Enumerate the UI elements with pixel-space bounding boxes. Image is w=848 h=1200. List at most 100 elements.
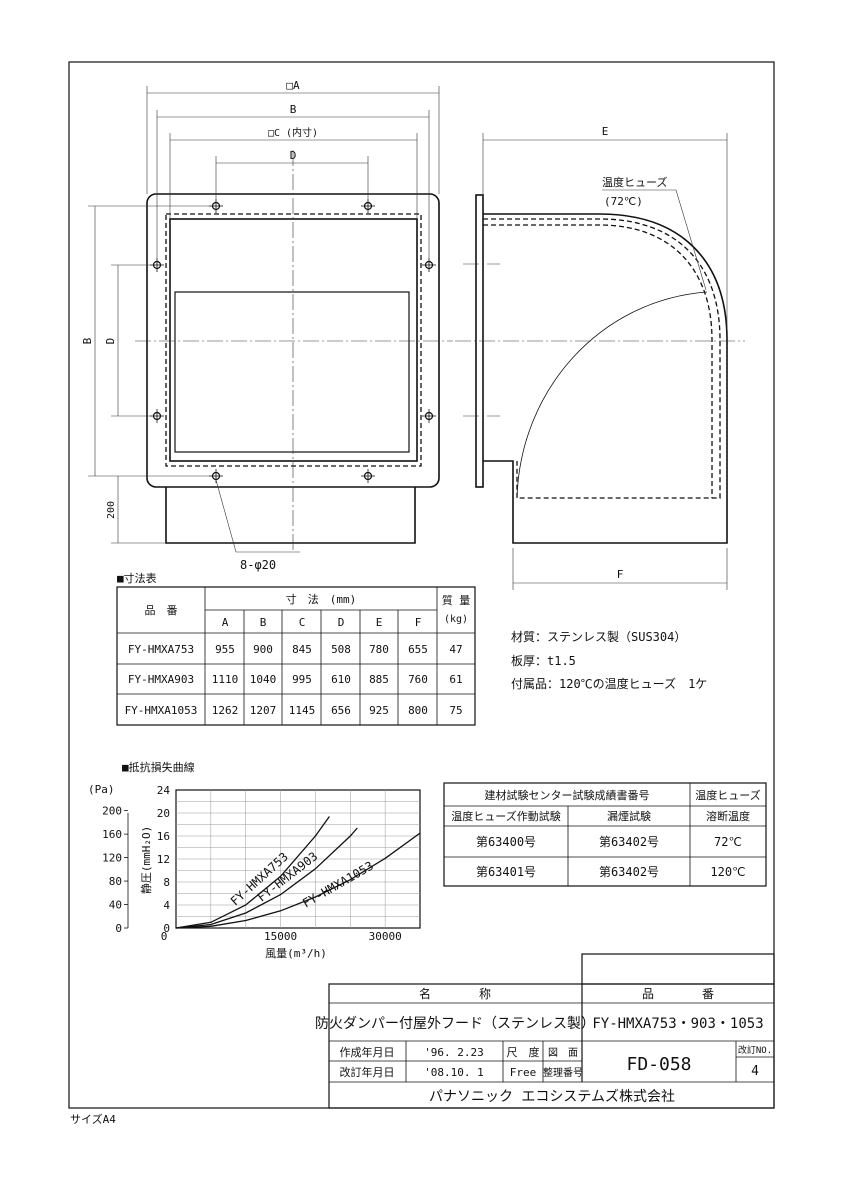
chart-pa-tick-label: 80 bbox=[109, 875, 122, 888]
front-horizontal-dimensions bbox=[146, 86, 440, 258]
chart-series-line-1 bbox=[175, 816, 330, 929]
cert-sub-melt-temp: 溶断温度 bbox=[706, 809, 750, 823]
dim-row-name: FY-HMXA903 bbox=[128, 673, 194, 686]
dim-table-header-product: 品 番 bbox=[145, 604, 178, 617]
tb-drawing-number: FD-058 bbox=[626, 1054, 691, 1075]
note-material: 材質：ステンレス製（SUS304） bbox=[511, 629, 686, 644]
dim-cell-mass: 47 bbox=[449, 643, 462, 656]
dimensions-table-title: ■寸法表 bbox=[117, 571, 157, 585]
chart-pa-tick-label: 120 bbox=[102, 852, 122, 865]
dim-cell: 508 bbox=[331, 643, 351, 656]
dim-cell: 955 bbox=[215, 643, 235, 656]
dim-cell: 1145 bbox=[289, 704, 316, 717]
dim-cell: 1262 bbox=[212, 704, 239, 717]
dim-col-e: E bbox=[376, 616, 383, 629]
dim-cell-mass: 61 bbox=[449, 673, 462, 686]
dim-cell: 760 bbox=[408, 673, 428, 686]
chart-y-tick-label: 20 bbox=[157, 807, 170, 820]
dim-d-label: D bbox=[290, 149, 297, 162]
chart-series-line-3 bbox=[175, 832, 421, 929]
note-thickness: 板厚：t1.5 bbox=[511, 654, 576, 668]
dim-cell: 655 bbox=[408, 643, 428, 656]
chart-y-axis-label: 静圧(mmH₂O) bbox=[139, 826, 153, 894]
dimensions-table bbox=[116, 586, 476, 726]
dim-row-name: FY-HMXA1053 bbox=[125, 704, 198, 717]
tb-product-number: FY-HMXA753・903・1053 bbox=[592, 1016, 763, 1032]
dim-table-header-mass-unit: (kg) bbox=[444, 614, 468, 625]
dim-table-header-mass: 質 量 bbox=[442, 593, 471, 607]
cert-cell: 第63401号 bbox=[476, 865, 536, 879]
tb-revised-label: 改訂年月日 bbox=[340, 1065, 395, 1079]
side-hood-dashed bbox=[483, 218, 721, 499]
cert-cell: 第63402号 bbox=[599, 865, 659, 879]
mounting-holes bbox=[150, 199, 436, 483]
tb-revision-label: 改訂NO. bbox=[738, 1044, 772, 1056]
dim-cell: 845 bbox=[292, 643, 312, 656]
chart-x-tick-label: 30000 bbox=[369, 930, 402, 943]
chart-pa-tick-label: 200 bbox=[102, 805, 122, 818]
dim-cell: 610 bbox=[331, 673, 351, 686]
tb-revised-date: '08.10. 1 bbox=[424, 1066, 484, 1079]
dim-200-label: 200 bbox=[106, 501, 117, 519]
chart-y-tick-label: 4 bbox=[163, 899, 170, 912]
dim-cell: 885 bbox=[369, 673, 389, 686]
cert-cell: 120℃ bbox=[710, 865, 745, 879]
cert-cell: 72℃ bbox=[714, 835, 742, 849]
chart-series-line-2 bbox=[175, 827, 358, 929]
cert-header-main: 建材試験センター試験成績書番号 bbox=[485, 788, 650, 802]
front-hood-body bbox=[165, 487, 416, 544]
tb-created-date: '96. 2.23 bbox=[424, 1046, 484, 1059]
dim-col-d: D bbox=[338, 616, 345, 629]
dim-cell: 925 bbox=[369, 704, 389, 717]
dim-col-c: C bbox=[299, 616, 306, 629]
dim-row-name: FY-HMXA753 bbox=[128, 643, 194, 656]
tb-product-name: 防火ダンパー付屋外フード（ステンレス製） bbox=[315, 1016, 595, 1032]
cert-cell: 第63402号 bbox=[599, 835, 659, 849]
holes-label: 8-φ20 bbox=[240, 558, 276, 572]
tb-revision-number: 4 bbox=[751, 1064, 759, 1079]
front-view bbox=[88, 86, 453, 553]
chart-y-tick-label: 8 bbox=[163, 876, 170, 889]
chart-y-tick-label: 24 bbox=[157, 784, 171, 797]
dim-cell: 1207 bbox=[250, 704, 277, 717]
dim-b-vertical-label: B bbox=[81, 337, 94, 344]
fuse-temp-label: (72℃) bbox=[604, 195, 643, 208]
chart-pa-tick-label: 160 bbox=[102, 828, 122, 841]
cert-sub-smoke-test: 漏煙試験 bbox=[607, 809, 651, 823]
cert-cell: 第63400号 bbox=[476, 835, 536, 849]
tb-name-header: 名 称 bbox=[419, 986, 491, 1001]
front-vertical-dimensions bbox=[88, 205, 209, 544]
chart-pa-tick-label: 40 bbox=[109, 899, 122, 912]
dim-b-label: B bbox=[290, 103, 297, 116]
tb-scale-label: 尺 度 bbox=[507, 1045, 540, 1059]
tb-product-number-header: 品 番 bbox=[642, 987, 714, 1001]
dim-cell: 800 bbox=[408, 704, 428, 717]
tb-drawing-label: 図 面 bbox=[548, 1047, 578, 1059]
tb-ref-label: 整理番号 bbox=[543, 1066, 583, 1079]
side-hood-profile bbox=[483, 213, 728, 544]
chart-x-tick-label: 15000 bbox=[264, 930, 297, 943]
front-inner-opening bbox=[169, 218, 418, 462]
dim-a-label: □A bbox=[286, 79, 300, 92]
dim-col-a: A bbox=[222, 616, 229, 629]
dim-cell-mass: 75 bbox=[449, 704, 462, 717]
dim-cell: 1040 bbox=[250, 673, 277, 686]
dim-d-vertical-label: D bbox=[104, 338, 117, 345]
dim-cell: 900 bbox=[253, 643, 273, 656]
chart-x-tick-label: 0 bbox=[161, 930, 168, 943]
paper-size-label: サイズA4 bbox=[70, 1112, 116, 1126]
tb-scale-value: Free bbox=[510, 1066, 537, 1079]
damper-swing-arc bbox=[516, 291, 708, 499]
front-damper-dashed bbox=[165, 213, 422, 467]
dim-col-b: B bbox=[260, 616, 267, 629]
fuse-label: 温度ヒューズ bbox=[602, 175, 667, 189]
chart-y-tick-label: 12 bbox=[157, 853, 170, 866]
chart-y-tick-label: 16 bbox=[157, 830, 170, 843]
title-block bbox=[328, 953, 775, 1109]
dim-f-label: F bbox=[617, 568, 624, 581]
chart-y-tick-label: 0 bbox=[163, 922, 170, 935]
certification-table bbox=[443, 782, 767, 887]
dim-e-label: E bbox=[602, 125, 609, 138]
